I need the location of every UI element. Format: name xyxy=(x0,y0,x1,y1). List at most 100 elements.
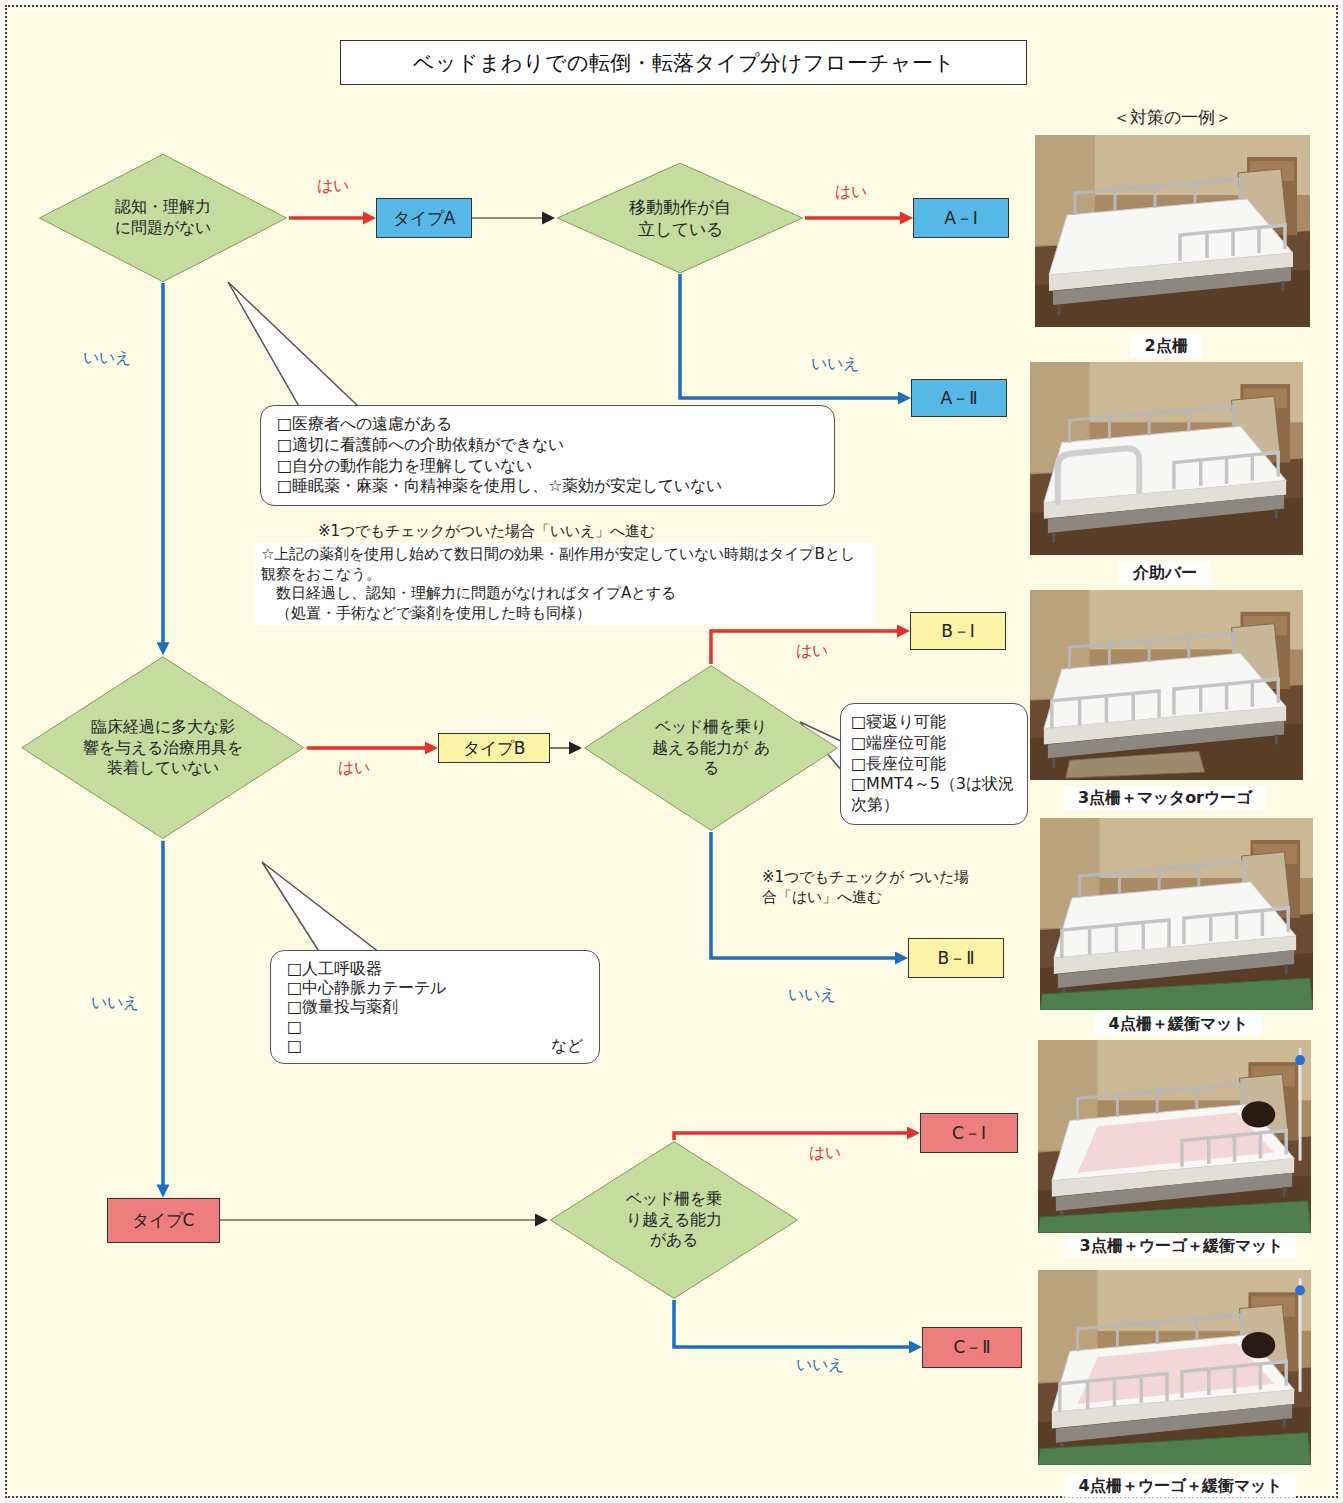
photo-part xyxy=(1030,590,1303,780)
photo-part xyxy=(1180,225,1285,261)
diamond-shape xyxy=(585,666,838,831)
checklist-callout: □寝返り可能□端座位可能□長座位可能□MMT4～5（3は状況次第） xyxy=(840,703,1028,825)
checklist-item: など xyxy=(287,1036,583,1055)
checklist-item: □長座位可能 xyxy=(851,754,1017,775)
photo-part xyxy=(1038,1270,1311,1465)
note-panel: ☆上記の薬剤を使用し始めて数日間の効果・副作用が安定していない時期はタイプBとし… xyxy=(255,543,875,625)
decision-diamond: 移動動作が自 立している xyxy=(555,162,805,274)
section-heading: ＜対策の一例＞ xyxy=(1113,106,1232,128)
type-box: A－Ⅰ xyxy=(913,198,1009,238)
note-text: ※1つでもチェックがついた場合「いいえ」へ進む xyxy=(318,522,655,542)
photo-part xyxy=(1078,1278,1305,1404)
checklist-callout: □医療者への遠慮がある□適切に看護師への介助依頼ができない□自分の動作能力を理解… xyxy=(260,405,835,506)
flow-arrow xyxy=(711,631,904,664)
decision-diamond: ベッド柵を乗り 越える能力が ある xyxy=(582,664,840,832)
photo-part xyxy=(1182,1361,1286,1398)
note-text: （処置・手術などで薬剤を使用した時も同様） xyxy=(261,604,869,624)
node-text: 移動動作が自 立している xyxy=(625,196,735,240)
decision-diamond: 臨床経過に多大な影 響を与える治療用具を 装着していない xyxy=(19,655,307,840)
photo-part xyxy=(1184,908,1288,944)
node-text: C－Ⅰ xyxy=(952,1123,986,1143)
node-text: ベッド柵を乗 り越える能力 がある xyxy=(619,1189,729,1251)
node-text: A－Ⅰ xyxy=(944,208,978,228)
diamond-label: 移動動作が自 立している xyxy=(625,196,735,240)
flow-arrow xyxy=(472,217,549,218)
bed-photo xyxy=(1035,135,1310,327)
type-box: A－Ⅱ xyxy=(911,379,1007,417)
node-text: B－Ⅱ xyxy=(937,948,974,968)
type-box: タイプB xyxy=(438,733,550,763)
photo-part xyxy=(1035,135,1310,327)
checklist-item: □微量投与薬剤 xyxy=(287,997,583,1016)
diamond-outline xyxy=(555,162,805,274)
photo-part xyxy=(1030,362,1303,555)
photo-caption: 3点柵＋ウーゴ＋緩衝マット xyxy=(1065,1235,1296,1258)
title-box: ベッドまわりでの転倒・転落タイプ分けフローチャート xyxy=(340,40,1027,85)
photo-part xyxy=(1174,679,1278,715)
edge-label: はい xyxy=(794,641,830,660)
title: ベッドまわりでの転倒・転落タイプ分けフローチャート xyxy=(413,49,955,77)
photo-part xyxy=(1040,818,1313,1010)
bed-photo xyxy=(1038,1270,1311,1465)
type-box: タイプA xyxy=(376,198,472,238)
type-box: C－Ⅱ xyxy=(922,1327,1022,1368)
checklist-item: □MMT4～5（3は状況次第） xyxy=(851,774,1017,816)
edge-label: はい xyxy=(315,176,351,195)
bed-photo xyxy=(1030,590,1303,780)
photo-part xyxy=(1078,1084,1242,1120)
photo-caption: 3点柵＋マッタorウーゴ xyxy=(1064,787,1266,810)
photo-part xyxy=(1174,452,1278,488)
diamond-shape xyxy=(551,1142,798,1299)
photo-part xyxy=(1078,1048,1305,1173)
checklist-item: □人工呼吸器 xyxy=(287,959,583,978)
checklist-item: □ xyxy=(287,1017,583,1036)
bed-photo xyxy=(1040,818,1313,1010)
node-text: ベッド柵を乗り 越える能力が ある xyxy=(650,717,772,779)
edge-label: いいえ xyxy=(786,985,838,1004)
checklist-callout: □人工呼吸器□中心静脈カテーテル□微量投与薬剤□□など xyxy=(270,950,600,1064)
diamond-shape xyxy=(40,154,287,281)
decision-diamond: 認知・理解力 に問題がない xyxy=(37,153,289,283)
flow-arrow xyxy=(161,841,165,1192)
checklist-item: □適切に看護師への介助依頼ができない xyxy=(277,435,818,456)
photo-part xyxy=(1182,1130,1286,1166)
checklist-item: □寝返り可能 xyxy=(851,712,1017,733)
bed-photo xyxy=(1030,362,1303,555)
checklist-item: □睡眠薬・麻薬・向精神薬を使用し、☆薬効が安定していない xyxy=(277,476,818,497)
node-text: 認知・理解力 に問題がない xyxy=(108,197,218,239)
photo-part xyxy=(1066,751,1205,778)
edge-label: いいえ xyxy=(809,354,861,373)
note-text: ※1つでもチェックが ついた場合「はい」へ進む xyxy=(762,868,972,907)
flow-arrow xyxy=(680,274,905,398)
flow-arrow xyxy=(805,216,907,220)
photo-part xyxy=(1038,1040,1311,1233)
photo-part xyxy=(1038,1201,1311,1233)
note-text: 数日経過し、認知・理解力に問題がなければタイプAとする xyxy=(261,584,869,604)
photo-part xyxy=(1040,978,1313,1010)
flow-arrow xyxy=(550,747,576,748)
photo-part xyxy=(1058,448,1139,504)
checklist-item: □端座位可能 xyxy=(851,733,1017,754)
photo-part xyxy=(1060,1374,1167,1413)
type-box: B－Ⅱ xyxy=(908,938,1004,978)
flow-arrow xyxy=(220,1219,543,1220)
type-box: タイプC xyxy=(107,1198,220,1243)
edge-label: はい xyxy=(807,1143,843,1162)
note-text: ☆上記の薬剤を使用し始めて数日間の効果・副作用が安定していない時期はタイプBとし… xyxy=(261,545,869,584)
type-box: C－Ⅰ xyxy=(920,1113,1018,1153)
decision-diamond: ベッド柵を乗 り越える能力 がある xyxy=(548,1140,800,1300)
photo-part xyxy=(1038,1433,1311,1466)
checklist-item: □ xyxy=(287,1036,583,1055)
node-text: B－Ⅰ xyxy=(941,621,975,641)
flow-arrow xyxy=(674,1300,916,1347)
flow-arrow xyxy=(674,1133,914,1140)
bed-photo xyxy=(1038,1040,1311,1233)
node-text: A－Ⅱ xyxy=(941,388,978,408)
photo-caption: 4点柵＋ウーゴ＋緩衝マット xyxy=(1064,1475,1295,1498)
diamond-shape xyxy=(558,163,803,273)
callout-tail xyxy=(228,282,360,408)
photo-part xyxy=(1075,179,1240,215)
callout-tail xyxy=(262,862,380,953)
checklist-item: □医療者への遠慮がある xyxy=(277,414,818,435)
edge-label: いいえ xyxy=(794,1355,846,1374)
